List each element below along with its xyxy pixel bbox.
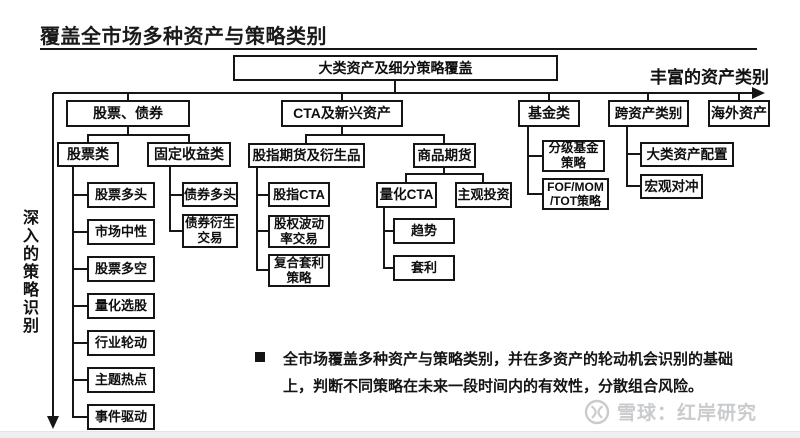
node-equity-class: 股票类 bbox=[57, 142, 119, 167]
node-composite-arbitrage: 复合套利 策略 bbox=[268, 254, 330, 287]
node-overseas: 海外资产 bbox=[708, 100, 770, 127]
connector-equity-t7 bbox=[72, 416, 87, 418]
connector-root-drop bbox=[394, 80, 396, 93]
node-index-cta: 股指CTA bbox=[268, 182, 330, 207]
node-cta-new-assets: CTA及新兴资产 bbox=[281, 100, 403, 127]
connector-cf-c2 bbox=[482, 175, 484, 182]
connector-fd-t1 bbox=[527, 155, 542, 157]
connector-fd-rail bbox=[527, 127, 529, 195]
node-quant-stock-picking: 量化选股 bbox=[87, 293, 155, 319]
connector-qc-t2 bbox=[383, 267, 393, 269]
connector-g2-c1 bbox=[305, 136, 307, 143]
connector-equity-t1 bbox=[72, 194, 87, 196]
connector-equity-t2 bbox=[72, 231, 87, 233]
down-arrowhead-icon bbox=[47, 416, 59, 429]
connector-drop-g1 bbox=[127, 93, 129, 100]
node-root: 大类资产及细分策略覆盖 bbox=[233, 55, 558, 81]
connector-g2-bar bbox=[305, 134, 445, 136]
connector-fd-t2 bbox=[527, 193, 542, 195]
connector-g2-stem bbox=[341, 127, 343, 136]
connector-left-vertical-arrow bbox=[52, 93, 54, 417]
node-trend: 趋势 bbox=[393, 218, 455, 244]
node-equity-vol-trading: 股权波动 率交易 bbox=[268, 215, 330, 248]
node-index-futures-derivatives: 股指期货及衍生品 bbox=[248, 143, 365, 168]
connector-if-t1 bbox=[256, 194, 268, 196]
connector-ca-rail bbox=[626, 127, 628, 187]
connector-main-horizontal bbox=[53, 92, 755, 94]
connector-drop-g5 bbox=[738, 93, 740, 100]
connector-equity-t4 bbox=[72, 305, 87, 307]
node-asset-allocation: 大类资产配置 bbox=[640, 142, 734, 167]
node-bond-derivatives: 债券衍生 交易 bbox=[182, 214, 238, 248]
connector-drop-g3 bbox=[548, 93, 550, 100]
connector-cf-stem bbox=[443, 168, 445, 174]
connector-equity-rail bbox=[72, 167, 74, 418]
node-theme-hotspot: 主题热点 bbox=[87, 367, 155, 393]
connector-cf-bar bbox=[405, 173, 484, 175]
connector-equity-t5 bbox=[72, 342, 87, 344]
connector-ca-t1 bbox=[626, 153, 640, 155]
connector-drop-g2 bbox=[341, 93, 343, 100]
watermark: 雪球：红岸研究 bbox=[584, 398, 757, 425]
xueqiu-snowball-icon bbox=[584, 399, 610, 424]
node-quant-cta: 量化CTA bbox=[376, 182, 437, 208]
connector-g2-c2 bbox=[443, 136, 445, 143]
bullet-square-icon bbox=[255, 352, 265, 362]
node-equity-long: 股票多头 bbox=[87, 182, 155, 208]
node-stocks-bonds: 股票、债券 bbox=[66, 100, 190, 127]
connector-ca-t2 bbox=[626, 185, 640, 187]
watermark-text: 雪球：红岸研究 bbox=[617, 403, 758, 424]
page-title: 覆盖全市场多种资产与策略类别 bbox=[40, 26, 327, 48]
vertical-axis-label: 深入的策略识别 bbox=[20, 209, 37, 335]
connector-drop-g4 bbox=[647, 93, 649, 100]
node-bond-long: 债券多头 bbox=[182, 182, 238, 207]
connector-g1-c2 bbox=[188, 136, 190, 142]
connector-fi-t2 bbox=[169, 230, 182, 232]
node-arbitrage: 套利 bbox=[393, 255, 455, 281]
horizontal-axis-label: 丰富的资产类别 bbox=[650, 68, 769, 87]
title-underline bbox=[40, 48, 757, 50]
node-funds: 基金类 bbox=[518, 100, 580, 127]
connector-g1-bar bbox=[87, 134, 190, 136]
right-arrowhead-icon bbox=[752, 87, 765, 99]
connector-equity-t6 bbox=[72, 379, 87, 381]
node-fof-mom-tot: FOF/MOM /TOT策略 bbox=[542, 178, 609, 210]
node-discretionary: 主观投资 bbox=[455, 182, 512, 208]
connector-fi-rail bbox=[169, 167, 171, 232]
connector-cf-c1 bbox=[405, 175, 407, 182]
bottom-strip bbox=[0, 431, 800, 438]
node-event-driven: 事件驱动 bbox=[87, 404, 155, 430]
connector-if-rail bbox=[256, 168, 258, 271]
connector-g1-c1 bbox=[87, 136, 89, 142]
node-equity-long-short: 股票多空 bbox=[87, 256, 155, 282]
node-cross-asset: 跨资产类别 bbox=[608, 100, 689, 127]
node-commodity-futures: 商品期货 bbox=[413, 143, 476, 168]
connector-fi-t1 bbox=[169, 194, 182, 196]
node-market-neutral: 市场中性 bbox=[87, 219, 155, 245]
node-structured-fund: 分级基金 策略 bbox=[542, 140, 605, 172]
connector-g1-stem bbox=[127, 127, 129, 136]
node-fixed-income: 固定收益类 bbox=[147, 142, 231, 167]
connector-equity-t3 bbox=[72, 268, 87, 270]
node-sector-rotation: 行业轮动 bbox=[87, 330, 155, 356]
connector-if-t2 bbox=[256, 230, 268, 232]
connector-qc-t1 bbox=[383, 230, 393, 232]
node-macro-hedge: 宏观对冲 bbox=[640, 174, 703, 199]
note-text: 全市场覆盖多种资产与策略类别，并在多资产的轮动机会识别的基础 上，判断不同策略在… bbox=[283, 351, 734, 395]
connector-qc-rail bbox=[383, 208, 385, 269]
connector-if-t3 bbox=[256, 269, 268, 271]
